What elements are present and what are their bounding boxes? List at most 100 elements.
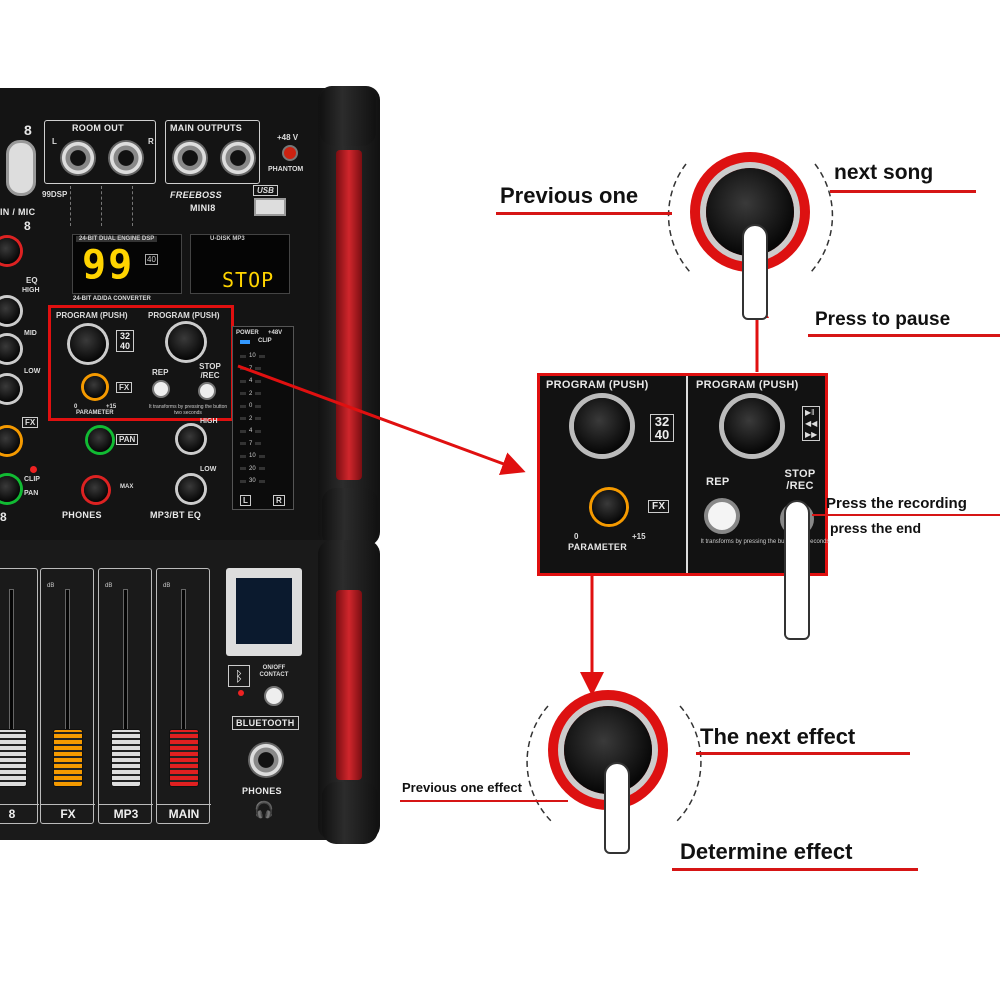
combo-input-jack[interactable]	[6, 140, 36, 196]
brand-label: FREEBOSS	[170, 190, 222, 200]
finger-icon-stop-rec	[784, 500, 810, 640]
program-push-label-1: PROGRAM (PUSH)	[56, 311, 128, 320]
phones-bottom-label: PHONES	[242, 786, 282, 796]
main-outputs-box	[165, 120, 260, 184]
meter-l-label: L	[240, 495, 251, 506]
mp3-bt-eq-label: MP3/BT EQ	[150, 510, 202, 520]
rep-button-mixer[interactable]	[152, 380, 170, 398]
fader-cap[interactable]	[169, 729, 199, 787]
headphone-icon: 🎧	[254, 802, 274, 819]
on-off-contact-label: ON/OFF CONTACT	[259, 665, 289, 678]
fx-send-label: FX	[22, 417, 39, 428]
meter-tick: 10	[240, 350, 290, 362]
dsp-display	[72, 234, 182, 294]
fader-cap[interactable]	[53, 729, 83, 787]
fader-db-label: dB	[47, 583, 55, 589]
fader-cap[interactable]	[111, 729, 141, 787]
caption-next-song: next song	[834, 161, 934, 184]
fx-send-knob[interactable]	[0, 428, 20, 454]
converter-label: 24-BIT AD/DA CONVERTER	[73, 296, 151, 302]
bt-display	[236, 578, 292, 644]
phones-level-knob[interactable]	[84, 478, 108, 502]
pan-label-left: PAN	[24, 490, 39, 497]
room-out-left-jack[interactable]	[60, 140, 96, 176]
parameter-label-mixer: PARAMETER	[76, 410, 114, 416]
line-mic-label: IN / MIC	[0, 207, 36, 217]
meter-tick: 30	[240, 475, 290, 487]
dual-engine-label: 24-BIT DUAL ENGINE DSP	[76, 236, 158, 242]
bt-high-label: HIGH	[200, 418, 218, 425]
caption-previous-one: Previous one	[500, 183, 639, 208]
pan-label-mixer: PAN	[116, 434, 139, 445]
room-out-right-jack[interactable]	[108, 140, 144, 176]
main-outputs-label: MAIN OUTPUTS	[170, 123, 243, 133]
bluetooth-pair-button[interactable]	[264, 686, 284, 706]
channel-number-bottom: 8	[0, 510, 7, 524]
zoom-mp3-program-knob[interactable]	[724, 398, 780, 454]
plus48v-label: +48 V	[277, 133, 299, 142]
bt-low-knob[interactable]	[178, 476, 204, 502]
zoom-parameter-knob[interactable]	[592, 490, 626, 524]
fader-label: MP3	[99, 804, 153, 821]
bt-high-knob[interactable]	[178, 426, 204, 452]
phones-label-mixer: PHONES	[62, 510, 102, 520]
eq-high-knob[interactable]	[0, 298, 20, 324]
usb-label: USB	[253, 185, 278, 196]
zoom-stop-rec-label: STOP /REC	[784, 468, 816, 492]
effects-list	[70, 186, 166, 228]
rotate-right-arc-top	[810, 163, 834, 273]
gain-knob[interactable]	[0, 238, 20, 264]
channel-number-top: 8	[24, 122, 33, 138]
dsp-readout: 99	[82, 242, 135, 288]
fader-channel: dB MP3	[98, 568, 153, 824]
phones-jack[interactable]	[248, 742, 284, 778]
zoom-program-push-2: PROGRAM (PUSH)	[696, 379, 799, 391]
phantom-button[interactable]	[282, 145, 298, 161]
zoom-dsp-program-knob[interactable]	[574, 398, 630, 454]
mid-corner-cap	[322, 488, 378, 548]
fx-parameter-knob[interactable]	[84, 376, 106, 398]
pan-knob[interactable]	[0, 476, 20, 502]
rotate-right-arc-bottom	[675, 705, 702, 823]
room-r-label: R	[148, 137, 154, 146]
eq-mid-knob[interactable]	[0, 336, 20, 362]
bottom-corner-cap	[322, 782, 378, 844]
zoom-rep-label: REP	[706, 476, 730, 488]
usb-port[interactable]	[254, 198, 286, 216]
stop-rec-label-mixer: STOP /REC	[199, 362, 221, 380]
mp3-display	[190, 234, 290, 294]
zoom-rep-button[interactable]	[704, 498, 740, 534]
main-knob-green[interactable]	[88, 428, 112, 452]
mp3-readout: STOP	[222, 268, 275, 292]
transform-note-mixer: It transforms by pressing the button two…	[148, 404, 228, 416]
meter-tick: 20	[240, 463, 290, 475]
stop-rec-button-mixer[interactable]	[198, 382, 216, 400]
rotate-left-arc-bottom	[526, 705, 553, 823]
max-label: MAX	[120, 484, 134, 490]
zoom-divider	[686, 376, 688, 573]
caption-next-effect: The next effect	[700, 724, 856, 749]
meter-tick: 4	[240, 375, 290, 387]
zoom-transport-icons: ▶‖◀◀▶▶	[802, 406, 821, 441]
dsp-bank-badge: 40	[145, 254, 158, 265]
mp3-program-knob[interactable]	[168, 324, 204, 360]
bluetooth-icon: ᛒ	[228, 665, 250, 687]
dsp-program-knob[interactable]	[70, 326, 106, 362]
meter-48v-label: +48V	[268, 330, 283, 336]
eq-low-knob[interactable]	[0, 376, 20, 402]
meter-r-label: R	[273, 495, 285, 506]
caption-press-recording: Press the recording	[826, 495, 967, 512]
underline-press-recording	[812, 514, 1000, 516]
meter-tick: 10	[240, 450, 290, 462]
fader-cap[interactable]	[0, 729, 27, 787]
eq-mid-label: MID	[24, 330, 37, 337]
main-out-left-jack[interactable]	[172, 140, 208, 176]
main-out-right-jack[interactable]	[220, 140, 256, 176]
dsp-label: 99DSP	[42, 190, 68, 199]
room-l-label: L	[52, 137, 57, 146]
fader-db-label: dB	[105, 583, 113, 589]
